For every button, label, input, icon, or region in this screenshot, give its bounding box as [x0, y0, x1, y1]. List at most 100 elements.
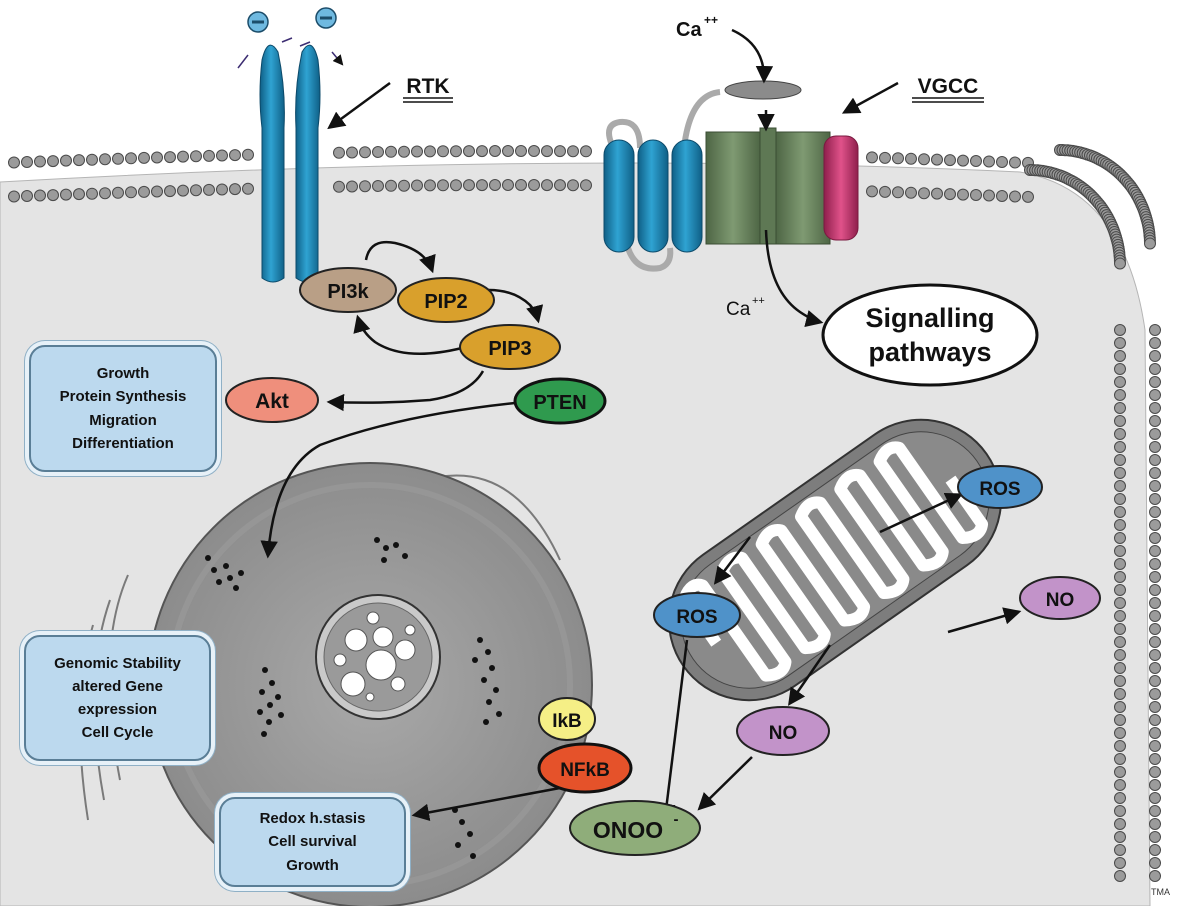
node-pip2: PIP2	[397, 277, 495, 323]
lipid-head	[1114, 649, 1126, 661]
lipid-head	[125, 186, 137, 199]
chromatin-dot	[470, 853, 476, 859]
lipid-head	[1149, 402, 1161, 414]
chromatin-dot	[381, 557, 387, 563]
lipid-head	[1149, 324, 1161, 336]
lipid-head	[918, 187, 930, 200]
lipid-head	[1114, 805, 1126, 817]
lipid-head	[1114, 415, 1126, 427]
lipid-head	[541, 179, 553, 192]
redox-box: Redox h.stasis Cell survival Growth	[219, 797, 406, 887]
lipid-head	[502, 145, 514, 157]
lipid-head	[1149, 584, 1161, 596]
lipid-head	[372, 146, 384, 158]
lipid-head	[164, 185, 176, 198]
lipid-head	[112, 186, 124, 199]
svg-text:NFkB: NFkB	[560, 760, 610, 781]
svg-text:ROS: ROS	[979, 479, 1020, 500]
lipid-head	[216, 183, 228, 196]
lipid-head	[580, 179, 592, 192]
redox-line-1: Redox h.stasis	[259, 810, 366, 828]
nucleolus	[315, 594, 441, 720]
lipid-head	[1149, 532, 1161, 544]
lipid-head	[1149, 337, 1161, 349]
lipid-head	[1114, 584, 1126, 596]
lipid-head	[1114, 701, 1126, 713]
svg-text:PIP3: PIP3	[488, 338, 531, 360]
lipid-head	[996, 190, 1008, 202]
ca-top-superscript: ++	[704, 13, 718, 27]
chromatin-dot	[402, 553, 408, 559]
lipid-head	[86, 153, 98, 166]
lipid-head	[1114, 610, 1126, 622]
lipid-head	[1114, 727, 1126, 739]
lipid-head	[892, 186, 904, 199]
growth-line-1: Growth	[96, 365, 150, 382]
lipid-head	[944, 154, 956, 167]
node-akt: Akt	[225, 377, 319, 423]
lipid-head	[996, 156, 1008, 168]
lipid-head	[1149, 831, 1161, 843]
lipid-bilayer	[8, 144, 1161, 882]
genomic-line-1: Genomic Stability	[54, 654, 181, 672]
lipid-head	[1149, 376, 1161, 388]
lipid-head	[1114, 766, 1126, 778]
growth-line-4: Differentiation	[72, 434, 174, 452]
svg-text:PI3k: PI3k	[327, 281, 369, 303]
lipid-head	[1149, 753, 1161, 765]
lipid-head	[34, 189, 46, 202]
lipid-head	[60, 154, 72, 167]
lipid-head	[359, 146, 371, 159]
chromatin-dot	[216, 579, 222, 585]
chromatin-dot	[269, 680, 275, 686]
lipid-head	[1114, 363, 1126, 375]
lipid-head	[21, 190, 33, 202]
lipid-head	[463, 145, 475, 158]
lipid-head	[970, 155, 982, 167]
lipid-head	[1114, 675, 1126, 687]
lipid-head	[515, 179, 527, 191]
lipid-head	[190, 150, 202, 163]
ca-mid-superscript: ++	[752, 295, 765, 307]
lipid-head	[1149, 623, 1161, 635]
lipid-head	[164, 151, 176, 164]
lipid-head	[177, 150, 189, 163]
lipid-head	[1114, 818, 1126, 830]
lipid-head	[1114, 402, 1126, 414]
lipid-head	[1114, 467, 1126, 479]
lipid-head	[99, 153, 111, 166]
lipid-head	[8, 156, 20, 169]
lipid-head	[1149, 649, 1161, 661]
lipid-head	[424, 145, 436, 158]
chromatin-dot	[459, 819, 465, 825]
lipid-head	[1114, 441, 1126, 453]
lipid-head	[1149, 727, 1161, 739]
lipid-head	[1114, 571, 1126, 583]
lipid-head	[1149, 519, 1161, 531]
lipid-head	[1149, 662, 1161, 674]
lipid-head	[138, 185, 150, 198]
lipid-head	[372, 180, 384, 192]
chromatin-dot	[211, 567, 217, 573]
lipid-head	[1114, 545, 1126, 557]
genomic-line-4: Cell Cycle	[81, 724, 154, 742]
lipid-head	[1149, 844, 1161, 856]
lipid-head	[450, 179, 462, 192]
chromatin-dot	[472, 657, 478, 663]
chromatin-dot	[261, 731, 267, 737]
lipid-head	[411, 145, 423, 158]
rtk-label: RTK	[406, 75, 449, 98]
lipid-head	[346, 146, 358, 159]
lipid-head	[1149, 441, 1161, 453]
lipid-head	[541, 145, 553, 158]
genomic-line-3: expression	[77, 701, 158, 718]
chromatin-dot	[483, 719, 489, 725]
lipid-head	[1114, 428, 1126, 440]
lipid-head	[1149, 480, 1161, 492]
chromatin-dot	[205, 555, 211, 561]
lipid-head	[1149, 675, 1161, 687]
lipid-head	[1114, 844, 1126, 856]
lipid-head	[1114, 454, 1126, 466]
